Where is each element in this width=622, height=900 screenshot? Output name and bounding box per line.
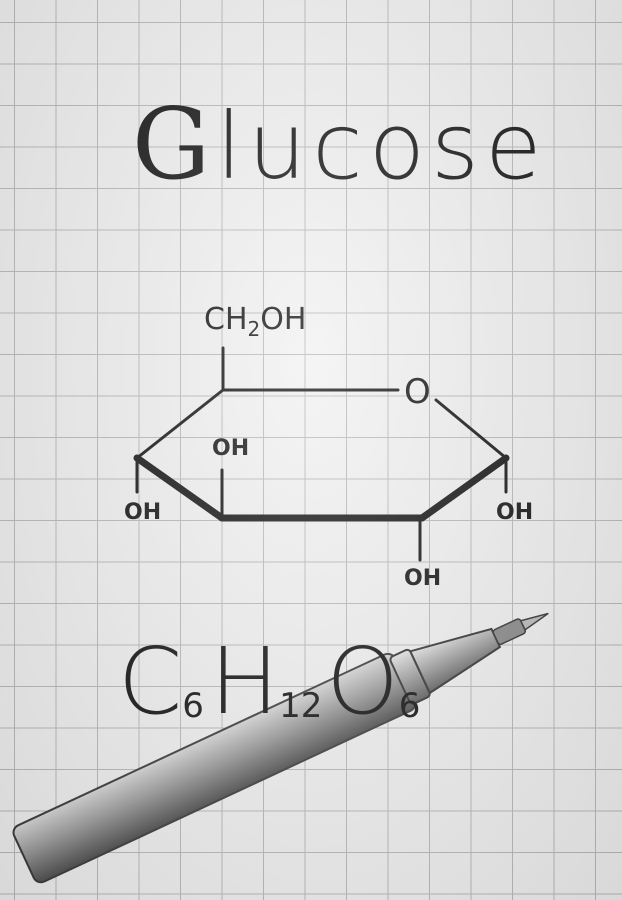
formula-carbon: C xyxy=(118,628,183,735)
formula-carbon-count: 6 xyxy=(182,686,204,726)
ring-front-left-bond xyxy=(133,454,226,522)
pen-icon xyxy=(12,612,549,884)
oh-inner-label: OH xyxy=(212,436,250,461)
title-rest: lucose xyxy=(216,93,548,200)
oh-bottom-label: OH xyxy=(404,566,442,591)
formula-oxygen-count: 6 xyxy=(398,686,421,726)
formula-hydrogen: H xyxy=(209,628,280,735)
formula-hydrogen-count: 12 xyxy=(279,686,323,726)
title-first-letter: G xyxy=(132,88,217,202)
ring-front-right-bond xyxy=(418,454,510,522)
ch2oh-label: CH2OH xyxy=(204,302,307,341)
ring-oxygen-label: O xyxy=(404,372,431,412)
molecular-formula: C6H12O6 xyxy=(118,628,420,735)
page-title: Glucose xyxy=(132,88,548,202)
ring-bond-c5-c4 xyxy=(135,388,225,460)
oh-right-label: OH xyxy=(496,500,534,525)
formula-oxygen: O xyxy=(326,628,399,735)
oh-left-label: OH xyxy=(124,500,162,525)
ring-bond-o-c1 xyxy=(434,398,508,460)
